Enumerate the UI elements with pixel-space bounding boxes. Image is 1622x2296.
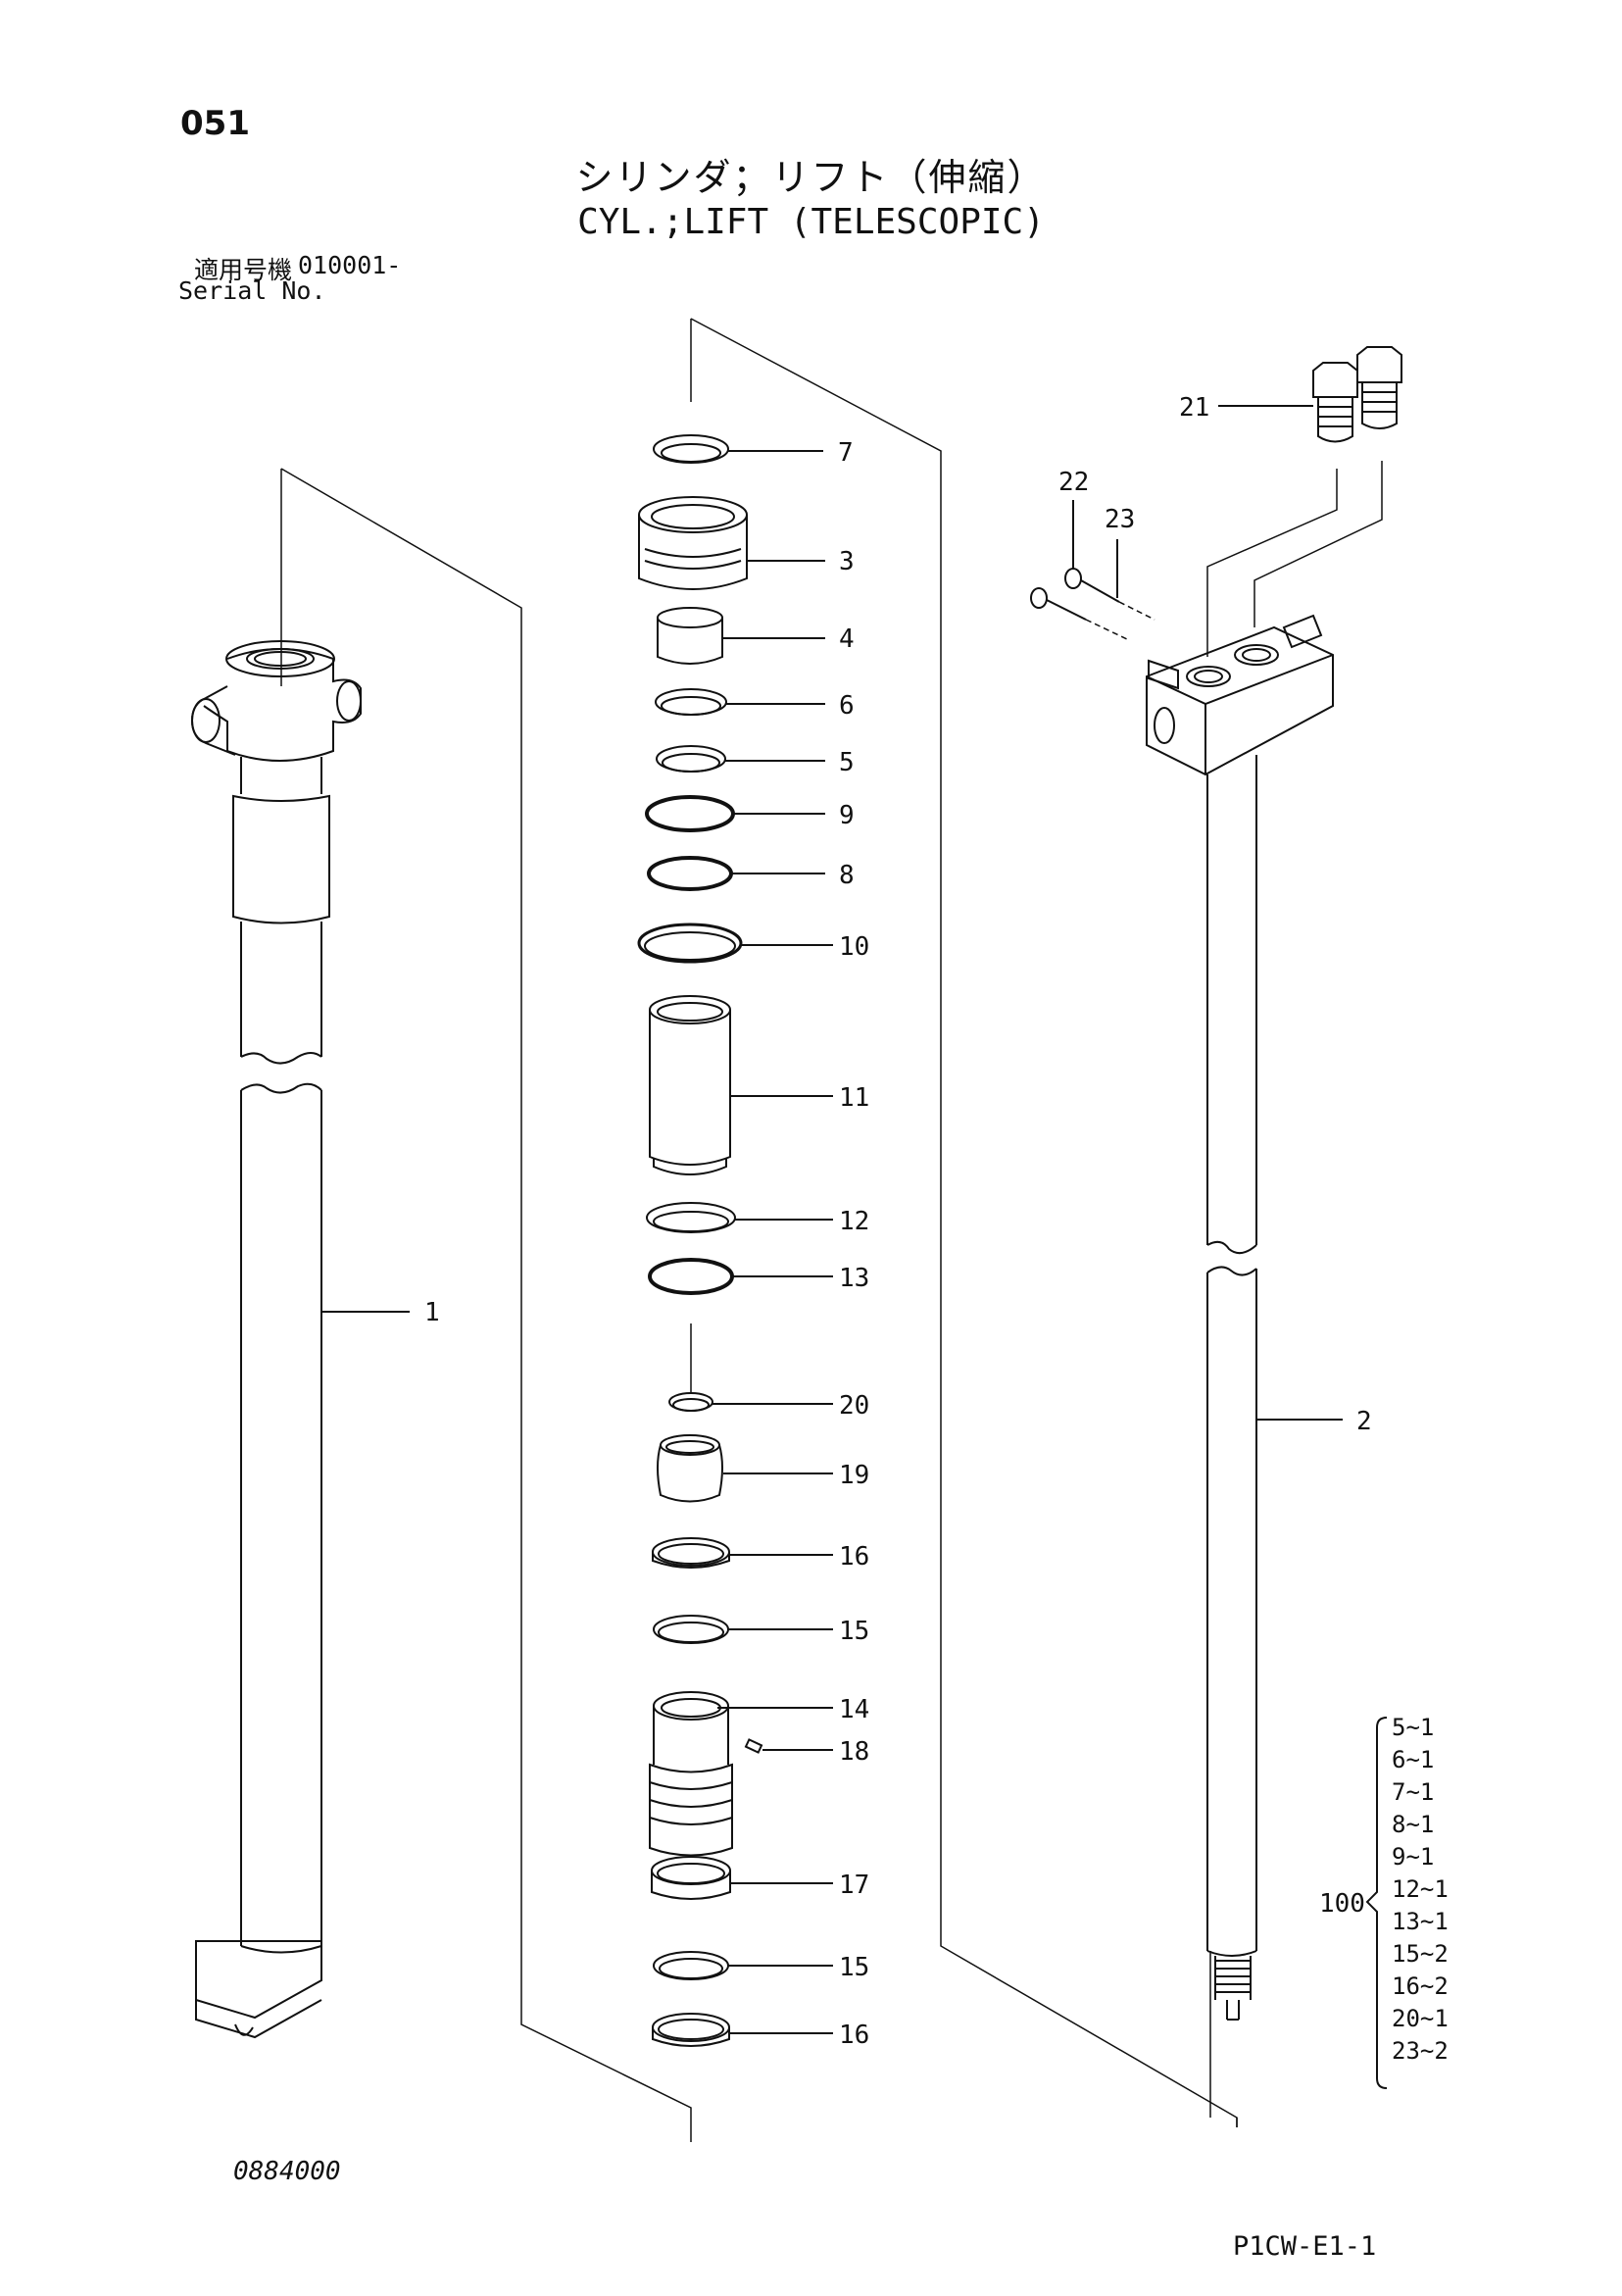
part-20-ring: [668, 1392, 833, 1412]
callout-17: 17: [839, 1871, 869, 1900]
part-12-ring: [646, 1202, 833, 1233]
kit-item: 15~2: [1392, 1940, 1449, 1968]
callout-22: 22: [1058, 468, 1089, 497]
callout-10: 10: [839, 932, 869, 962]
part-6-ring: [655, 688, 825, 716]
part-19-bushing: [657, 1434, 833, 1503]
callout-9: 9: [839, 801, 855, 830]
kit-item: 7~1: [1392, 1778, 1434, 1806]
callout-23: 23: [1105, 505, 1135, 534]
sheet-code: P1CW-E1-1: [1233, 2231, 1377, 2262]
part-14-piston: [649, 1691, 833, 1857]
callout-15-upper: 15: [839, 1617, 869, 1646]
kit-item-list: 5~1 6~1 7~1 8~1 9~1 12~1 13~1 15~2 16~2 20~1 23~2: [1392, 1714, 1449, 2065]
kit-item: 8~1: [1392, 1811, 1434, 1838]
center-guide-frame: [690, 318, 1238, 2127]
serial-label-japanese: 適用号機: [194, 256, 293, 284]
callout-15-lower: 15: [839, 1953, 869, 1982]
kit-item: 13~1: [1392, 1908, 1449, 1935]
kit-item: 6~1: [1392, 1746, 1434, 1773]
title-japanese: シリンダ；リフト（伸縮）: [575, 156, 1047, 199]
part-10-ring: [637, 923, 833, 964]
kit-item: 20~1: [1392, 2005, 1449, 2032]
callout-12: 12: [839, 1207, 869, 1236]
part-23-bolts: [1046, 539, 1155, 640]
kit-item: 16~2: [1392, 1972, 1449, 2000]
callout-1: 1: [424, 1298, 440, 1327]
part-15-ring-upper: [653, 1615, 833, 1644]
outer-cylinder-tube: [190, 468, 692, 2142]
part-18-screw: [744, 1738, 833, 1754]
part-21-fittings: [1218, 346, 1402, 443]
callout-20: 20: [839, 1391, 869, 1421]
part-16-ring-upper: [652, 1537, 833, 1569]
serial-label-english: Serial No.: [178, 276, 326, 305]
part-16-ring-lower: [652, 2013, 833, 2047]
callout-labels: 1 2 7 3 4 6 5 9 8 10 11 12 13 20 19 16 1…: [424, 393, 1372, 2050]
part-4-bushing: [657, 607, 825, 665]
part-22-washers: [1030, 500, 1082, 609]
callout-2: 2: [1356, 1407, 1372, 1436]
part-11-sleeve: [649, 995, 833, 1175]
part-9-oring: [645, 795, 825, 832]
callout-18: 18: [839, 1737, 869, 1767]
callout-16-upper: 16: [839, 1542, 869, 1572]
callout-4: 4: [839, 624, 855, 654]
callout-11: 11: [839, 1083, 869, 1113]
callout-19: 19: [839, 1461, 869, 1490]
kit-item: 5~1: [1392, 1714, 1434, 1741]
callout-7: 7: [838, 438, 854, 468]
serial-value: 010001-: [298, 251, 402, 279]
kit-item: 12~1: [1392, 1875, 1449, 1903]
callout-16-lower: 16: [839, 2021, 869, 2050]
part-5-ring: [656, 745, 825, 773]
part-13-oring: [648, 1258, 833, 1295]
part-7-ring: [653, 434, 823, 464]
kit-item: 9~1: [1392, 1843, 1434, 1871]
kit-label: 100: [1319, 1889, 1365, 1919]
page-number: 051: [180, 104, 250, 143]
callout-21: 21: [1179, 393, 1209, 423]
drawing-reference-code: 0884000: [233, 2157, 341, 2186]
callout-6: 6: [839, 691, 855, 721]
inner-rod-assembly: [1146, 461, 1383, 2127]
kit-brace: [1365, 1717, 1388, 2089]
part-15-ring-lower: [653, 1951, 833, 1980]
callout-8: 8: [839, 861, 855, 890]
part-3-gland: [638, 496, 825, 590]
callout-3: 3: [839, 547, 855, 576]
callout-13: 13: [839, 1264, 869, 1293]
kit-item: 23~2: [1392, 2037, 1449, 2065]
part-17-ring: [651, 1856, 833, 1900]
part-8-oring: [647, 856, 825, 891]
callout-5: 5: [839, 748, 855, 777]
title-english: CYL.;LIFT (TELESCOPIC): [577, 202, 1045, 242]
callout-14: 14: [839, 1695, 869, 1724]
